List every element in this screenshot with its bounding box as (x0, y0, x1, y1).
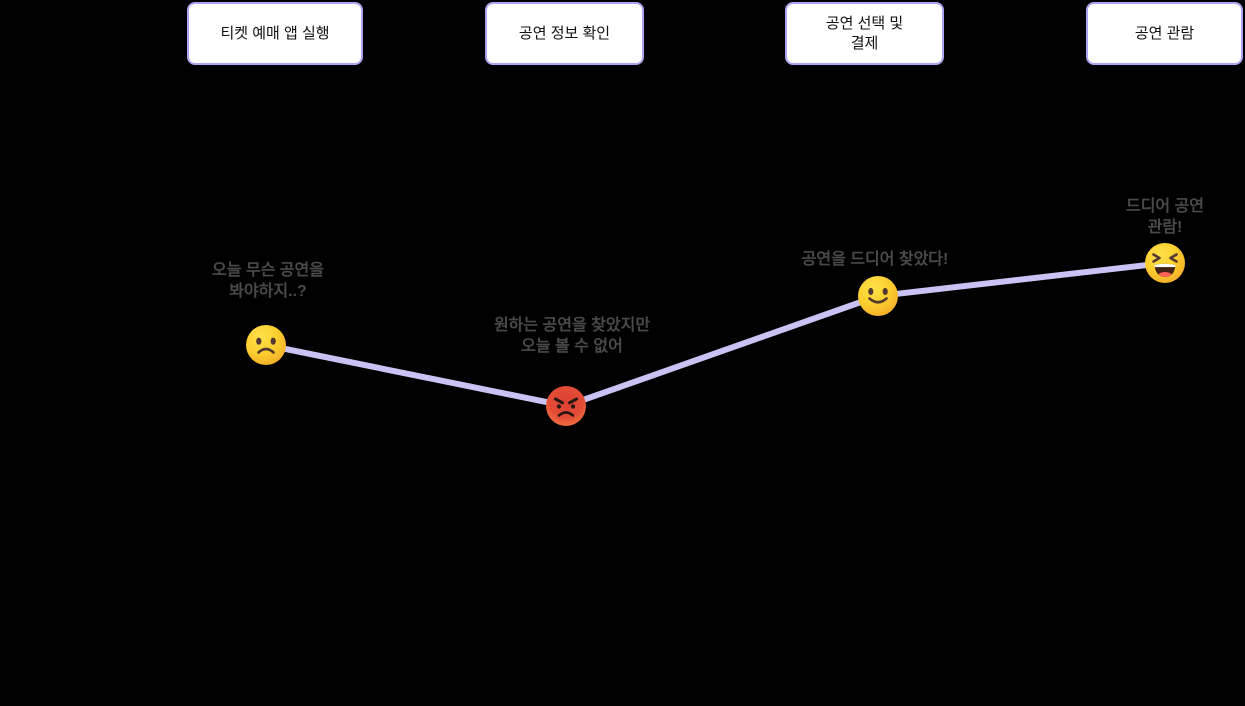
angry-face-icon (546, 386, 586, 426)
stage-label: 공연 관람 (1134, 24, 1195, 42)
stage-label: 공연 정보 확인 (518, 24, 611, 42)
stage-box-ticket-app-launch: 티켓 예매 앱 실행 (187, 2, 363, 65)
stage-box-show-watching: 공연 관람 (1086, 2, 1243, 65)
emotion-caption-3: 공연을 드디어 찾았다! (801, 251, 949, 268)
emotion-node-3 (857, 275, 899, 317)
emotion-caption-2: 원하는 공연을 찾았지만 오늘 볼 수 없어 (493, 317, 651, 355)
stage-label: 티켓 예매 앱 실행 (220, 24, 330, 42)
emotion-node-4 (1144, 242, 1186, 284)
emotion-caption-1: 오늘 무슨 공연을 봐야하지..? (212, 262, 324, 300)
stage-box-show-info-check: 공연 정보 확인 (485, 2, 644, 65)
emotion-curve-polyline (263, 260, 1168, 409)
emotion-caption-4: 드디어 공연 관람! (1125, 198, 1205, 236)
slightly-frowning-face-icon (246, 325, 286, 365)
grinning-squinting-face-icon (1145, 243, 1185, 283)
slightly-smiling-face-icon (858, 276, 898, 316)
emotion-node-2 (545, 385, 587, 427)
emotion-node-1 (245, 324, 287, 366)
stage-box-show-select-payment: 공연 선택 및 결제 (785, 2, 944, 65)
stage-label: 공연 선택 및 결제 (825, 14, 904, 52)
